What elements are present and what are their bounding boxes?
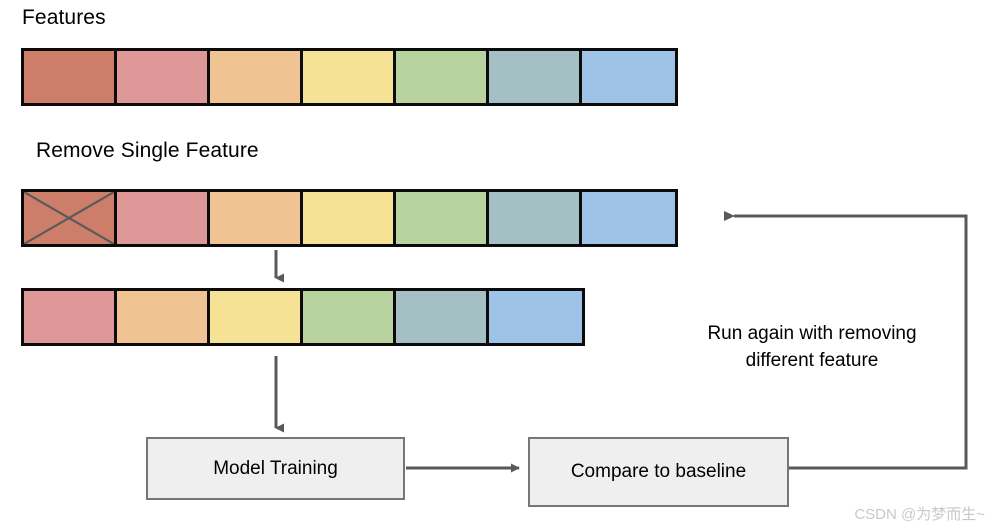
page-title-features: Features bbox=[22, 6, 106, 29]
process-box-compare-to-baseline[interactable]: Compare to baseline bbox=[528, 437, 789, 507]
page-title-remove-single-feature: Remove Single Feature bbox=[36, 139, 259, 162]
feature-cell-7[interactable] bbox=[489, 291, 582, 343]
feature-cell-3[interactable] bbox=[210, 192, 303, 244]
cross-out-icon bbox=[24, 192, 114, 244]
feature-cell-3[interactable] bbox=[117, 291, 210, 343]
process-box-model-training[interactable]: Model Training bbox=[146, 437, 405, 500]
loop-annotation-line2: different feature bbox=[745, 350, 879, 371]
feature-cell-1[interactable] bbox=[24, 51, 117, 103]
feature-cell-1-removed[interactable] bbox=[24, 192, 117, 244]
feature-cell-2[interactable] bbox=[117, 192, 210, 244]
feature-row-with-removal bbox=[21, 189, 678, 247]
feature-cell-3[interactable] bbox=[210, 51, 303, 103]
feature-cell-4[interactable] bbox=[303, 192, 396, 244]
feature-cell-6[interactable] bbox=[396, 291, 489, 343]
feature-row-all bbox=[21, 48, 678, 106]
loop-annotation-line1: Run again with removing bbox=[707, 323, 917, 344]
feature-row-reduced bbox=[21, 288, 585, 346]
feature-cell-4[interactable] bbox=[210, 291, 303, 343]
feature-cell-7[interactable] bbox=[582, 192, 675, 244]
feature-cell-5[interactable] bbox=[396, 51, 489, 103]
csdn-watermark: CSDN @为梦而生~ bbox=[854, 506, 985, 523]
feature-cell-5[interactable] bbox=[396, 192, 489, 244]
arrow-compare-feedback-loop bbox=[724, 211, 968, 470]
feature-cell-2[interactable] bbox=[24, 291, 117, 343]
feature-cell-7[interactable] bbox=[582, 51, 675, 103]
feature-cell-6[interactable] bbox=[489, 51, 582, 103]
loop-annotation-label: Run again with removing different featur… bbox=[688, 320, 936, 374]
feature-cell-5[interactable] bbox=[303, 291, 396, 343]
feature-cell-4[interactable] bbox=[303, 51, 396, 103]
feature-cell-6[interactable] bbox=[489, 192, 582, 244]
feature-cell-2[interactable] bbox=[117, 51, 210, 103]
